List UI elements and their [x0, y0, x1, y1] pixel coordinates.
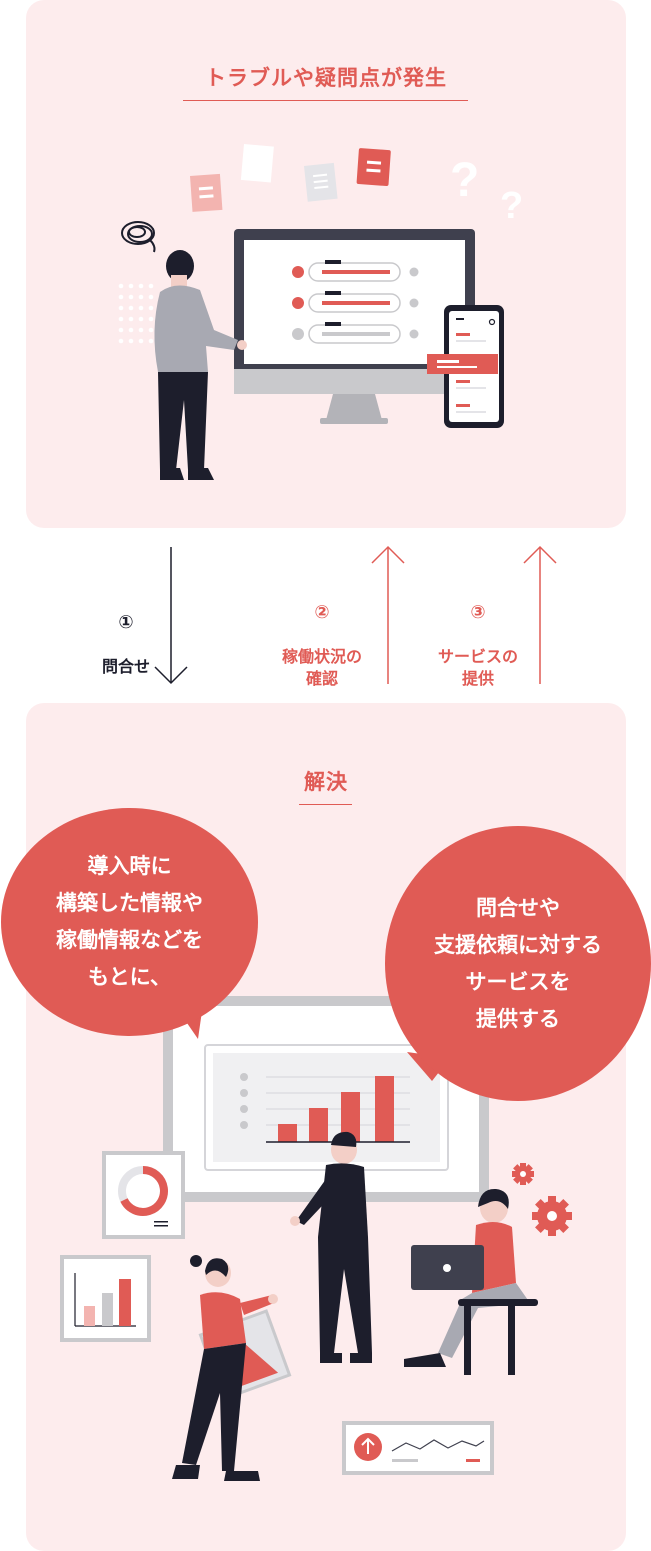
floating-document-pink-icon — [190, 173, 223, 212]
arrow-up-icon — [523, 545, 557, 684]
question-mark-icon: ? — [450, 154, 479, 207]
step-number: ② — [314, 602, 330, 623]
gear-icon — [512, 1163, 534, 1185]
checklist-row — [292, 291, 419, 313]
solution-title: 解決 — [304, 770, 348, 794]
step-service-provision-label: ③ サービスの 提供 — [418, 580, 538, 690]
checklist-row — [292, 260, 419, 282]
floating-document-gray-icon — [304, 162, 338, 202]
step-number: ① — [118, 612, 134, 633]
checklist-row — [292, 322, 419, 344]
speech-bubble-right: 問合せや 支援依頼に対する サービスを 提供する — [385, 826, 651, 1101]
presenting-man-illustration — [290, 1131, 372, 1363]
arrow-down-icon — [154, 547, 188, 685]
flow-arrows — [154, 545, 557, 685]
laptop-woman-illustration — [404, 1188, 538, 1375]
monitor-illustration — [234, 229, 475, 424]
step-inquiry-label: ① 問合せ — [86, 590, 166, 678]
problem-title: トラブルや疑問点が発生 — [205, 66, 447, 90]
arrow-up-icon — [371, 545, 405, 684]
line-chart-card-illustration — [342, 1421, 494, 1475]
bar-chart-card-illustration — [60, 1255, 151, 1342]
solution-title-underline — [299, 804, 352, 805]
solution-illustration — [60, 996, 572, 1481]
gear-icon — [532, 1196, 572, 1236]
problem-title-underline — [183, 100, 468, 101]
smartphone-illustration — [427, 305, 504, 428]
speech-bubble-left-text: 導入時に 構築した情報や 稼働情報などを もとに、 — [56, 854, 203, 989]
problem-illustration: ? ? — [118, 144, 523, 480]
step-text: 稼働状況の 確認 — [281, 647, 362, 688]
floating-document-red-icon — [356, 148, 391, 187]
step-text: 問合せ — [101, 657, 150, 676]
speech-bubble-right-text: 問合せや 支援依頼に対する サービスを 提供する — [434, 895, 602, 1031]
donut-chart-card-illustration — [102, 1151, 185, 1239]
floating-document-white-icon — [240, 144, 274, 183]
step-number: ③ — [470, 602, 486, 623]
dot-grid-decoration — [118, 283, 154, 344]
step-status-check-label: ② 稼働状況の 確認 — [262, 580, 382, 690]
confusion-scribble-icon — [121, 221, 156, 253]
speech-bubble-left: 導入時に 構築した情報や 稼働情報などを もとに、 — [1, 808, 258, 1036]
easel-woman-illustration — [172, 1255, 292, 1481]
question-mark-icon: ? — [500, 185, 523, 227]
confused-person-illustration — [154, 250, 247, 480]
step-text: サービスの 提供 — [437, 647, 518, 688]
